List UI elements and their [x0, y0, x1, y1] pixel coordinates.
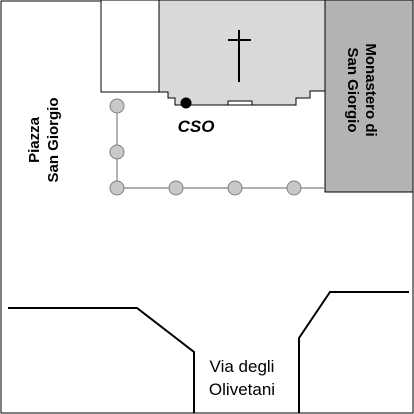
circle-icon: [109, 144, 125, 160]
piazza-label: Piazza San Giorgio: [26, 97, 62, 182]
filled-circle-icon[interactable]: [180, 97, 192, 109]
monastero-label: Monastero di San Giorgio: [344, 43, 379, 136]
church-entrance: [227, 100, 253, 106]
church-building: [158, 0, 326, 106]
monastero-label-line1: Monastero di: [362, 43, 379, 136]
piazza-label-line2: San Giorgio: [45, 97, 62, 182]
latin-cross-icon: [228, 30, 251, 82]
piazza-label-line1: Piazza: [26, 116, 43, 163]
street-label-line2: Olivetani: [209, 380, 275, 399]
circle-icon: [286, 180, 302, 196]
monastero-label-line2: San Giorgio: [344, 47, 361, 132]
street-label-line1: Via degli: [210, 357, 275, 376]
station-label: CSO: [178, 117, 215, 136]
circle-icon: [109, 180, 125, 196]
annex-building: [100, 0, 160, 93]
circle-icon: [227, 180, 243, 196]
circle-icon: [168, 180, 184, 196]
street-outline: [8, 291, 409, 413]
circle-icon: [109, 98, 125, 114]
fence-posts: [109, 98, 302, 196]
monastery-building: [324, 0, 414, 193]
